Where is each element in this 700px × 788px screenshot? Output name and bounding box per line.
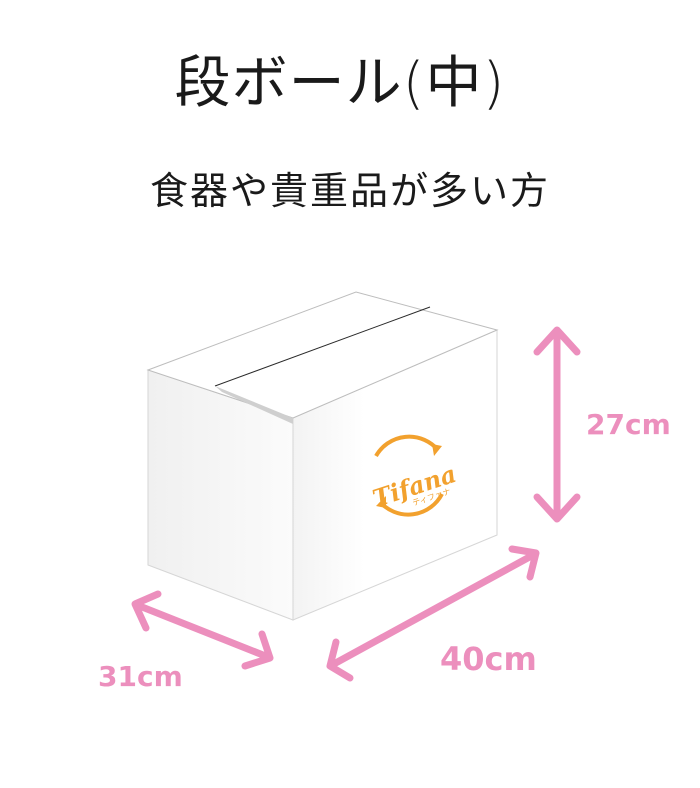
box-fold-shadow (215, 386, 293, 424)
logo-arc-top (374, 434, 440, 458)
depth-label: 31cm (98, 660, 183, 693)
page-title: 段ボール(中) (174, 51, 506, 116)
width-arrow (326, 545, 540, 682)
height-arrow (533, 326, 581, 523)
logo-arc-bottom (378, 493, 444, 517)
box-flap-seam (214, 306, 431, 387)
height-label: 27cm (586, 408, 671, 441)
logo-arrow-bottom (376, 496, 386, 508)
page-subtitle: 食器や貴重品が多い方 (149, 169, 550, 213)
logo-arrow-top (432, 444, 442, 456)
depth-arrow (131, 590, 274, 670)
cardboard-box (146, 291, 499, 621)
width-label: 40cm (440, 640, 537, 678)
